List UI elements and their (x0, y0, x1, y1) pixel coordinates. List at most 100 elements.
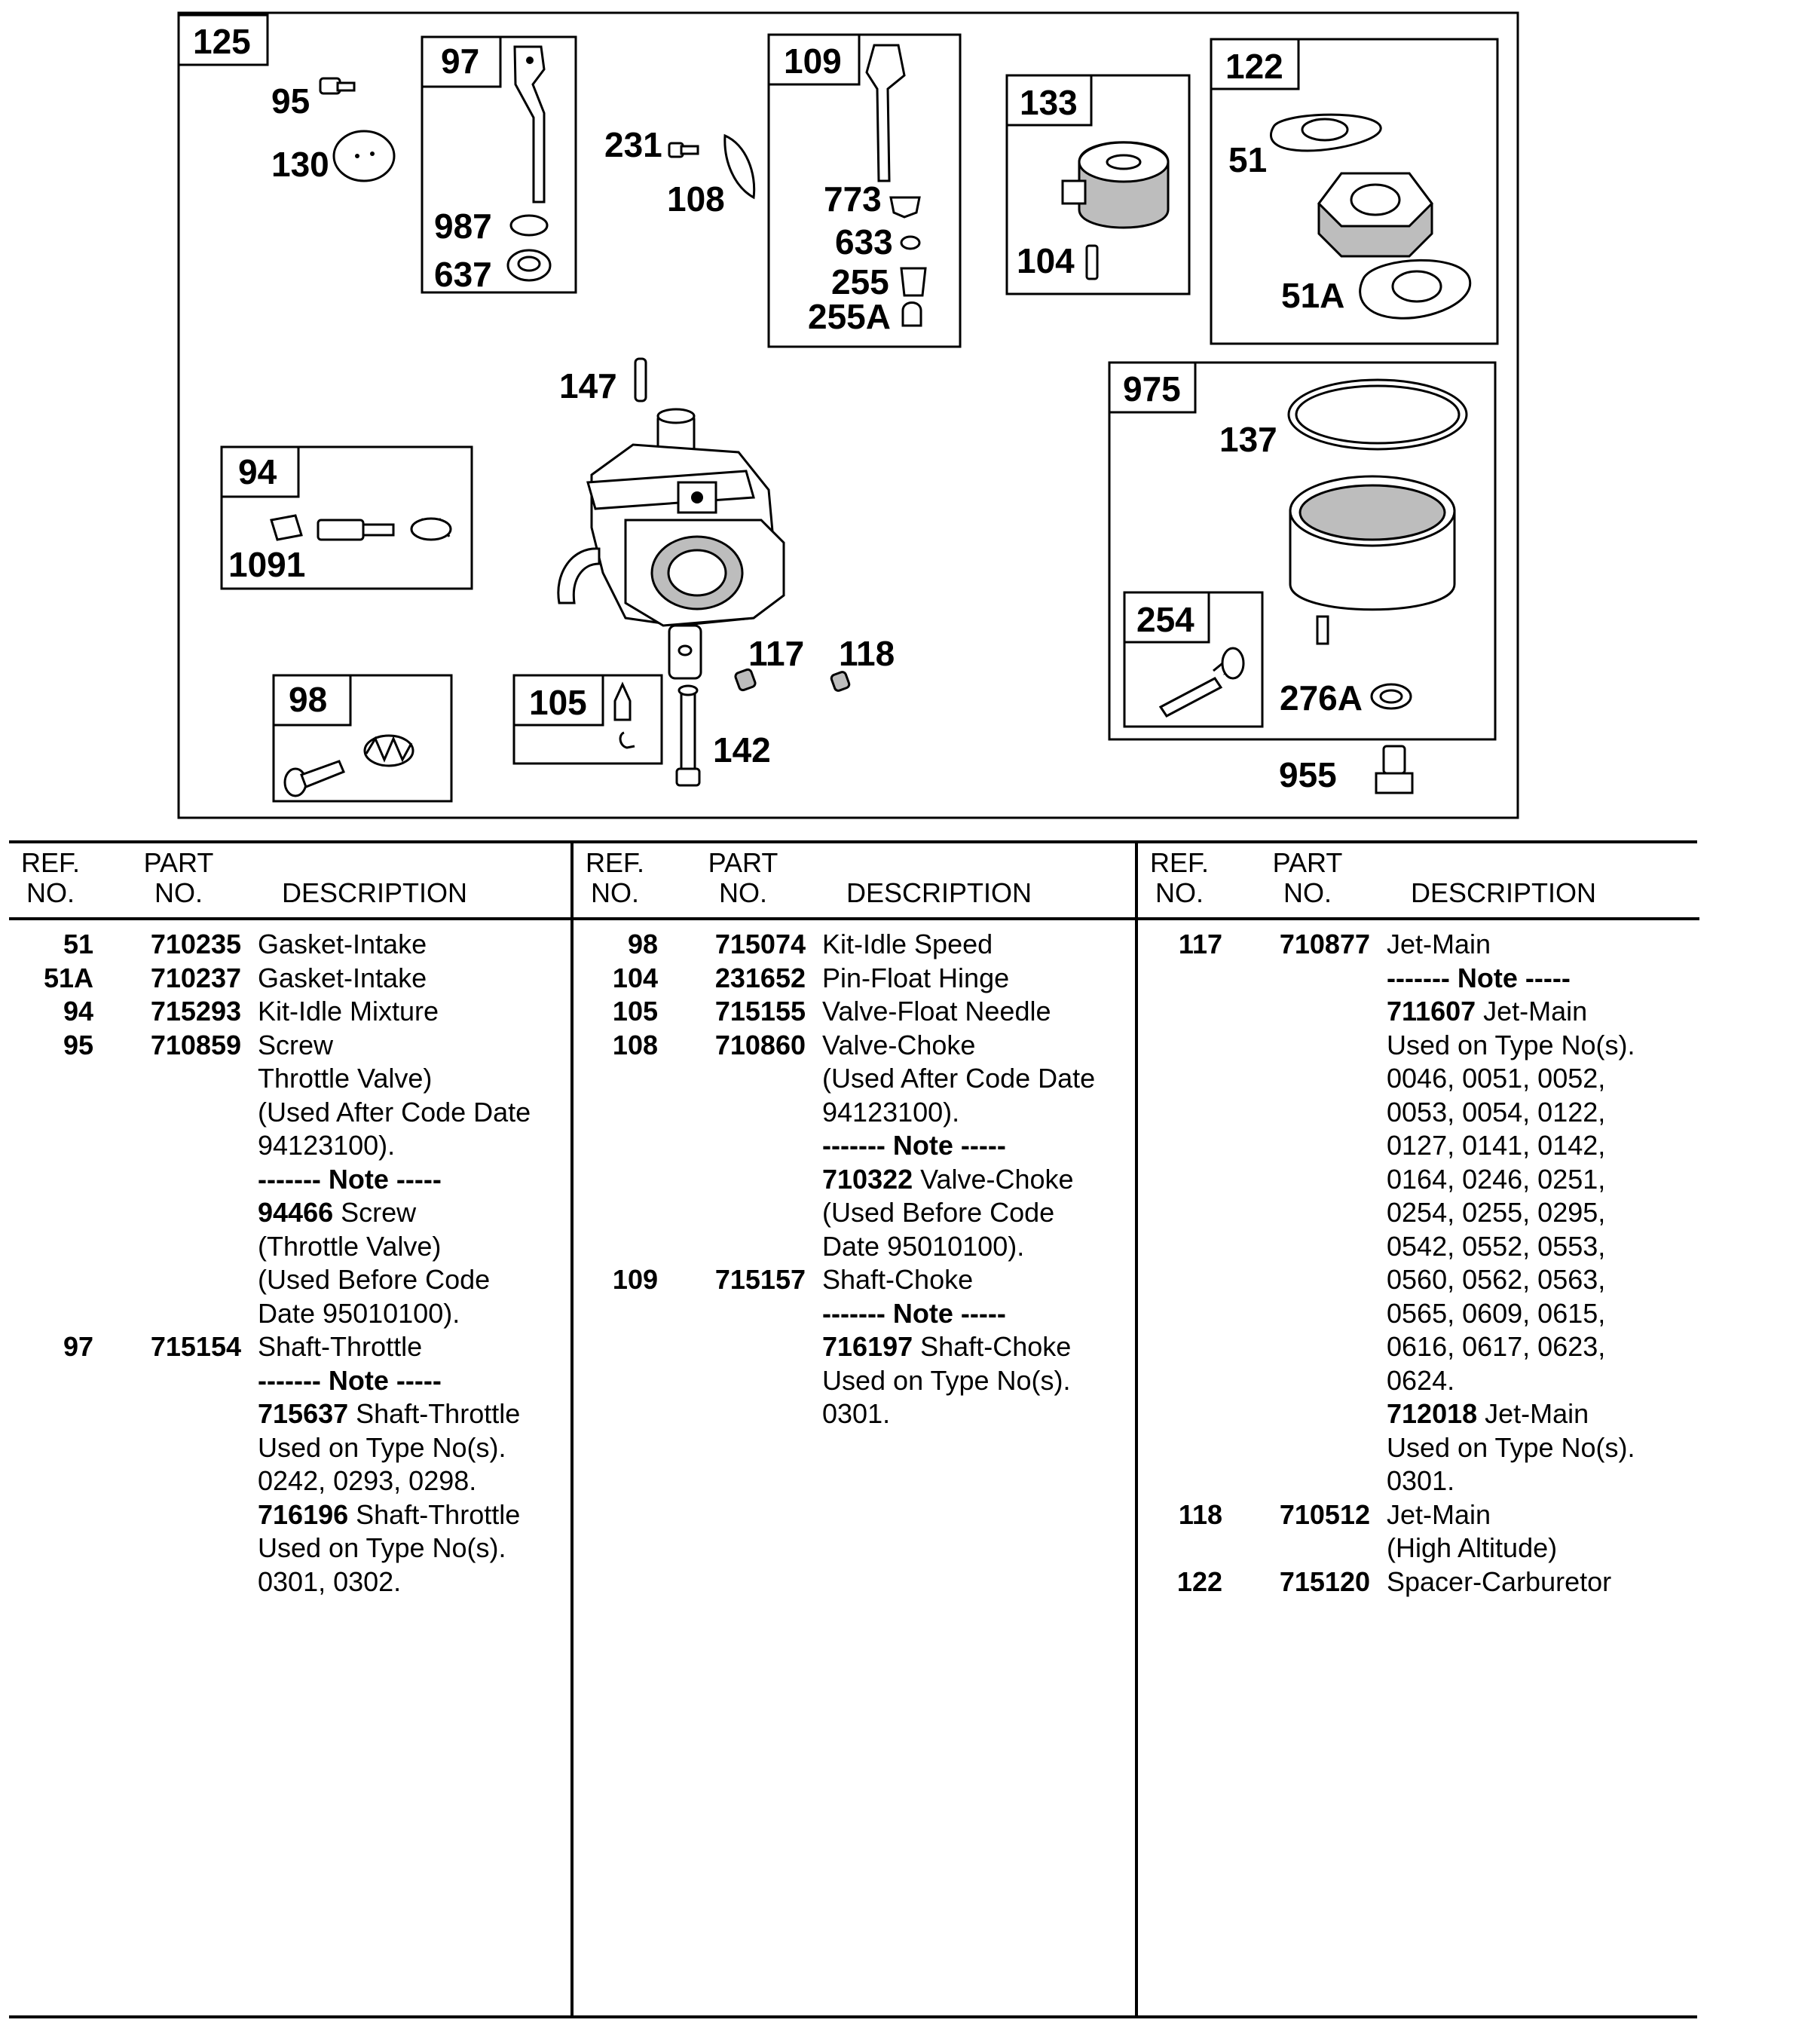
table-row: 0053, 0054, 0122, (1138, 1096, 1699, 1130)
description: Used on Type No(s). (1387, 1431, 1699, 1465)
header-ref-no: REF.NO. (1149, 847, 1209, 908)
description: 711607 Jet-Main (1387, 995, 1699, 1029)
description: 94123100). (258, 1129, 570, 1163)
description-text: Gasket-Intake (258, 962, 427, 993)
throttle-plate-130-icon (332, 130, 396, 182)
description-text: Jet-Main (1477, 1398, 1589, 1429)
ref-no: 95 (63, 1029, 93, 1060)
table-row: ------- Note ----- (574, 1297, 1135, 1331)
callout-130: 130 (271, 145, 329, 184)
ref-no: 97 (63, 1331, 93, 1362)
table-row: 0624. (1138, 1364, 1699, 1398)
description-text: 94123100). (822, 1096, 960, 1128)
description-text: Screw (333, 1197, 417, 1228)
description-text: 0127, 0141, 0142, (1387, 1130, 1606, 1161)
description-text: Used on Type No(s). (822, 1364, 1071, 1396)
table-row: 710322 Valve-Choke (574, 1163, 1135, 1197)
description-text: 94123100). (258, 1130, 396, 1161)
description-text: Shaft-Throttle (348, 1398, 521, 1429)
table-row: Used on Type No(s). (9, 1431, 570, 1465)
description: Used on Type No(s). (822, 1364, 1135, 1398)
callout-98: 98 (289, 680, 327, 719)
ref-no: 105 (612, 996, 658, 1027)
description-text: Shaft-Throttle (258, 1331, 423, 1362)
description: (Used Before Code (258, 1263, 570, 1297)
alt-part-no: 715637 (258, 1398, 349, 1429)
box-133 (1005, 74, 1191, 295)
description-text: 0624. (1387, 1364, 1455, 1396)
table-row: 0164, 0246, 0251, (1138, 1163, 1699, 1197)
description-text: Used on Type No(s). (1387, 1431, 1635, 1463)
description-text: Used on Type No(s). (258, 1431, 506, 1463)
alt-part-no: 712018 (1387, 1398, 1478, 1429)
callout-133: 133 (1020, 83, 1078, 122)
description: 0616, 0617, 0623, (1387, 1330, 1699, 1364)
description-text: Shaft-Choke (822, 1264, 974, 1295)
description-text: Screw (258, 1029, 334, 1060)
table-row: (Throttle Valve) (9, 1230, 570, 1264)
callout-276a: 276A (1280, 678, 1363, 718)
bowl-drain-254-icon (1158, 647, 1245, 718)
description: Valve-Choke (822, 1029, 1135, 1063)
part-no: 715293 (150, 996, 241, 1027)
ref-no: 51A (43, 962, 93, 993)
callout-255a: 255A (808, 297, 891, 336)
description-text: Gasket-Intake (258, 929, 427, 959)
callout-125: 125 (193, 22, 251, 61)
table-row: Throttle Valve) (9, 1062, 570, 1096)
description-text: (Used After Code Date (258, 1096, 531, 1128)
description: 0565, 0609, 0615, (1387, 1297, 1699, 1331)
choke-shaft-109-icon (865, 44, 906, 182)
description: 716196 Shaft-Throttle (258, 1498, 570, 1532)
ref-no: 122 (1176, 1565, 1222, 1597)
description: (Throttle Valve) (258, 1230, 570, 1264)
alt-part-no: 716197 (822, 1331, 913, 1362)
callout-118: 118 (839, 634, 895, 673)
ref-no: 108 (612, 1029, 658, 1060)
table-row: Date 95010100). (9, 1297, 570, 1331)
table-row: 716196 Shaft-Throttle (9, 1498, 570, 1532)
description-text: 0242, 0293, 0298. (258, 1465, 477, 1496)
description: Throttle Valve) (258, 1062, 570, 1096)
description-text: 0301. (822, 1398, 891, 1429)
part-no: 715157 (714, 1264, 806, 1295)
description: 0254, 0255, 0295, (1387, 1196, 1699, 1230)
description: 0127, 0141, 0142, (1387, 1129, 1699, 1163)
description: 712018 Jet-Main (1387, 1397, 1699, 1431)
header-ref-no: REF.NO. (20, 847, 80, 908)
description: Spacer-Carburetor (1387, 1565, 1699, 1599)
description-text: Valve-Choke (913, 1163, 1074, 1195)
description: Gasket-Intake (258, 962, 570, 996)
description: Used on Type No(s). (1387, 1029, 1699, 1063)
description-text: 0565, 0609, 0615, (1387, 1297, 1606, 1329)
description: 0053, 0054, 0122, (1387, 1096, 1699, 1130)
callout-94: 94 (238, 452, 277, 491)
description: 0301. (822, 1397, 1135, 1431)
description: 0301. (1387, 1464, 1699, 1498)
table-row: 0616, 0617, 0623, (1138, 1330, 1699, 1364)
ref-no: 98 (627, 929, 658, 959)
spacer-122-icon (1317, 172, 1433, 258)
note-divider: ------- Note ----- (822, 1130, 1006, 1161)
diagram-frame (177, 11, 1519, 819)
description: 0046, 0051, 0052, (1387, 1062, 1699, 1096)
table-row: 0560, 0562, 0563, (1138, 1263, 1699, 1297)
box-122 (1210, 38, 1499, 345)
table-row: 0301. (574, 1397, 1135, 1431)
description: Screw (258, 1029, 570, 1063)
callout-955: 955 (1279, 755, 1337, 794)
description: (Used Before Code (822, 1196, 1135, 1230)
table-row: 0301. (1138, 1464, 1699, 1498)
table-row: 0127, 0141, 0142, (1138, 1129, 1699, 1163)
float-133-icon (1061, 141, 1170, 229)
